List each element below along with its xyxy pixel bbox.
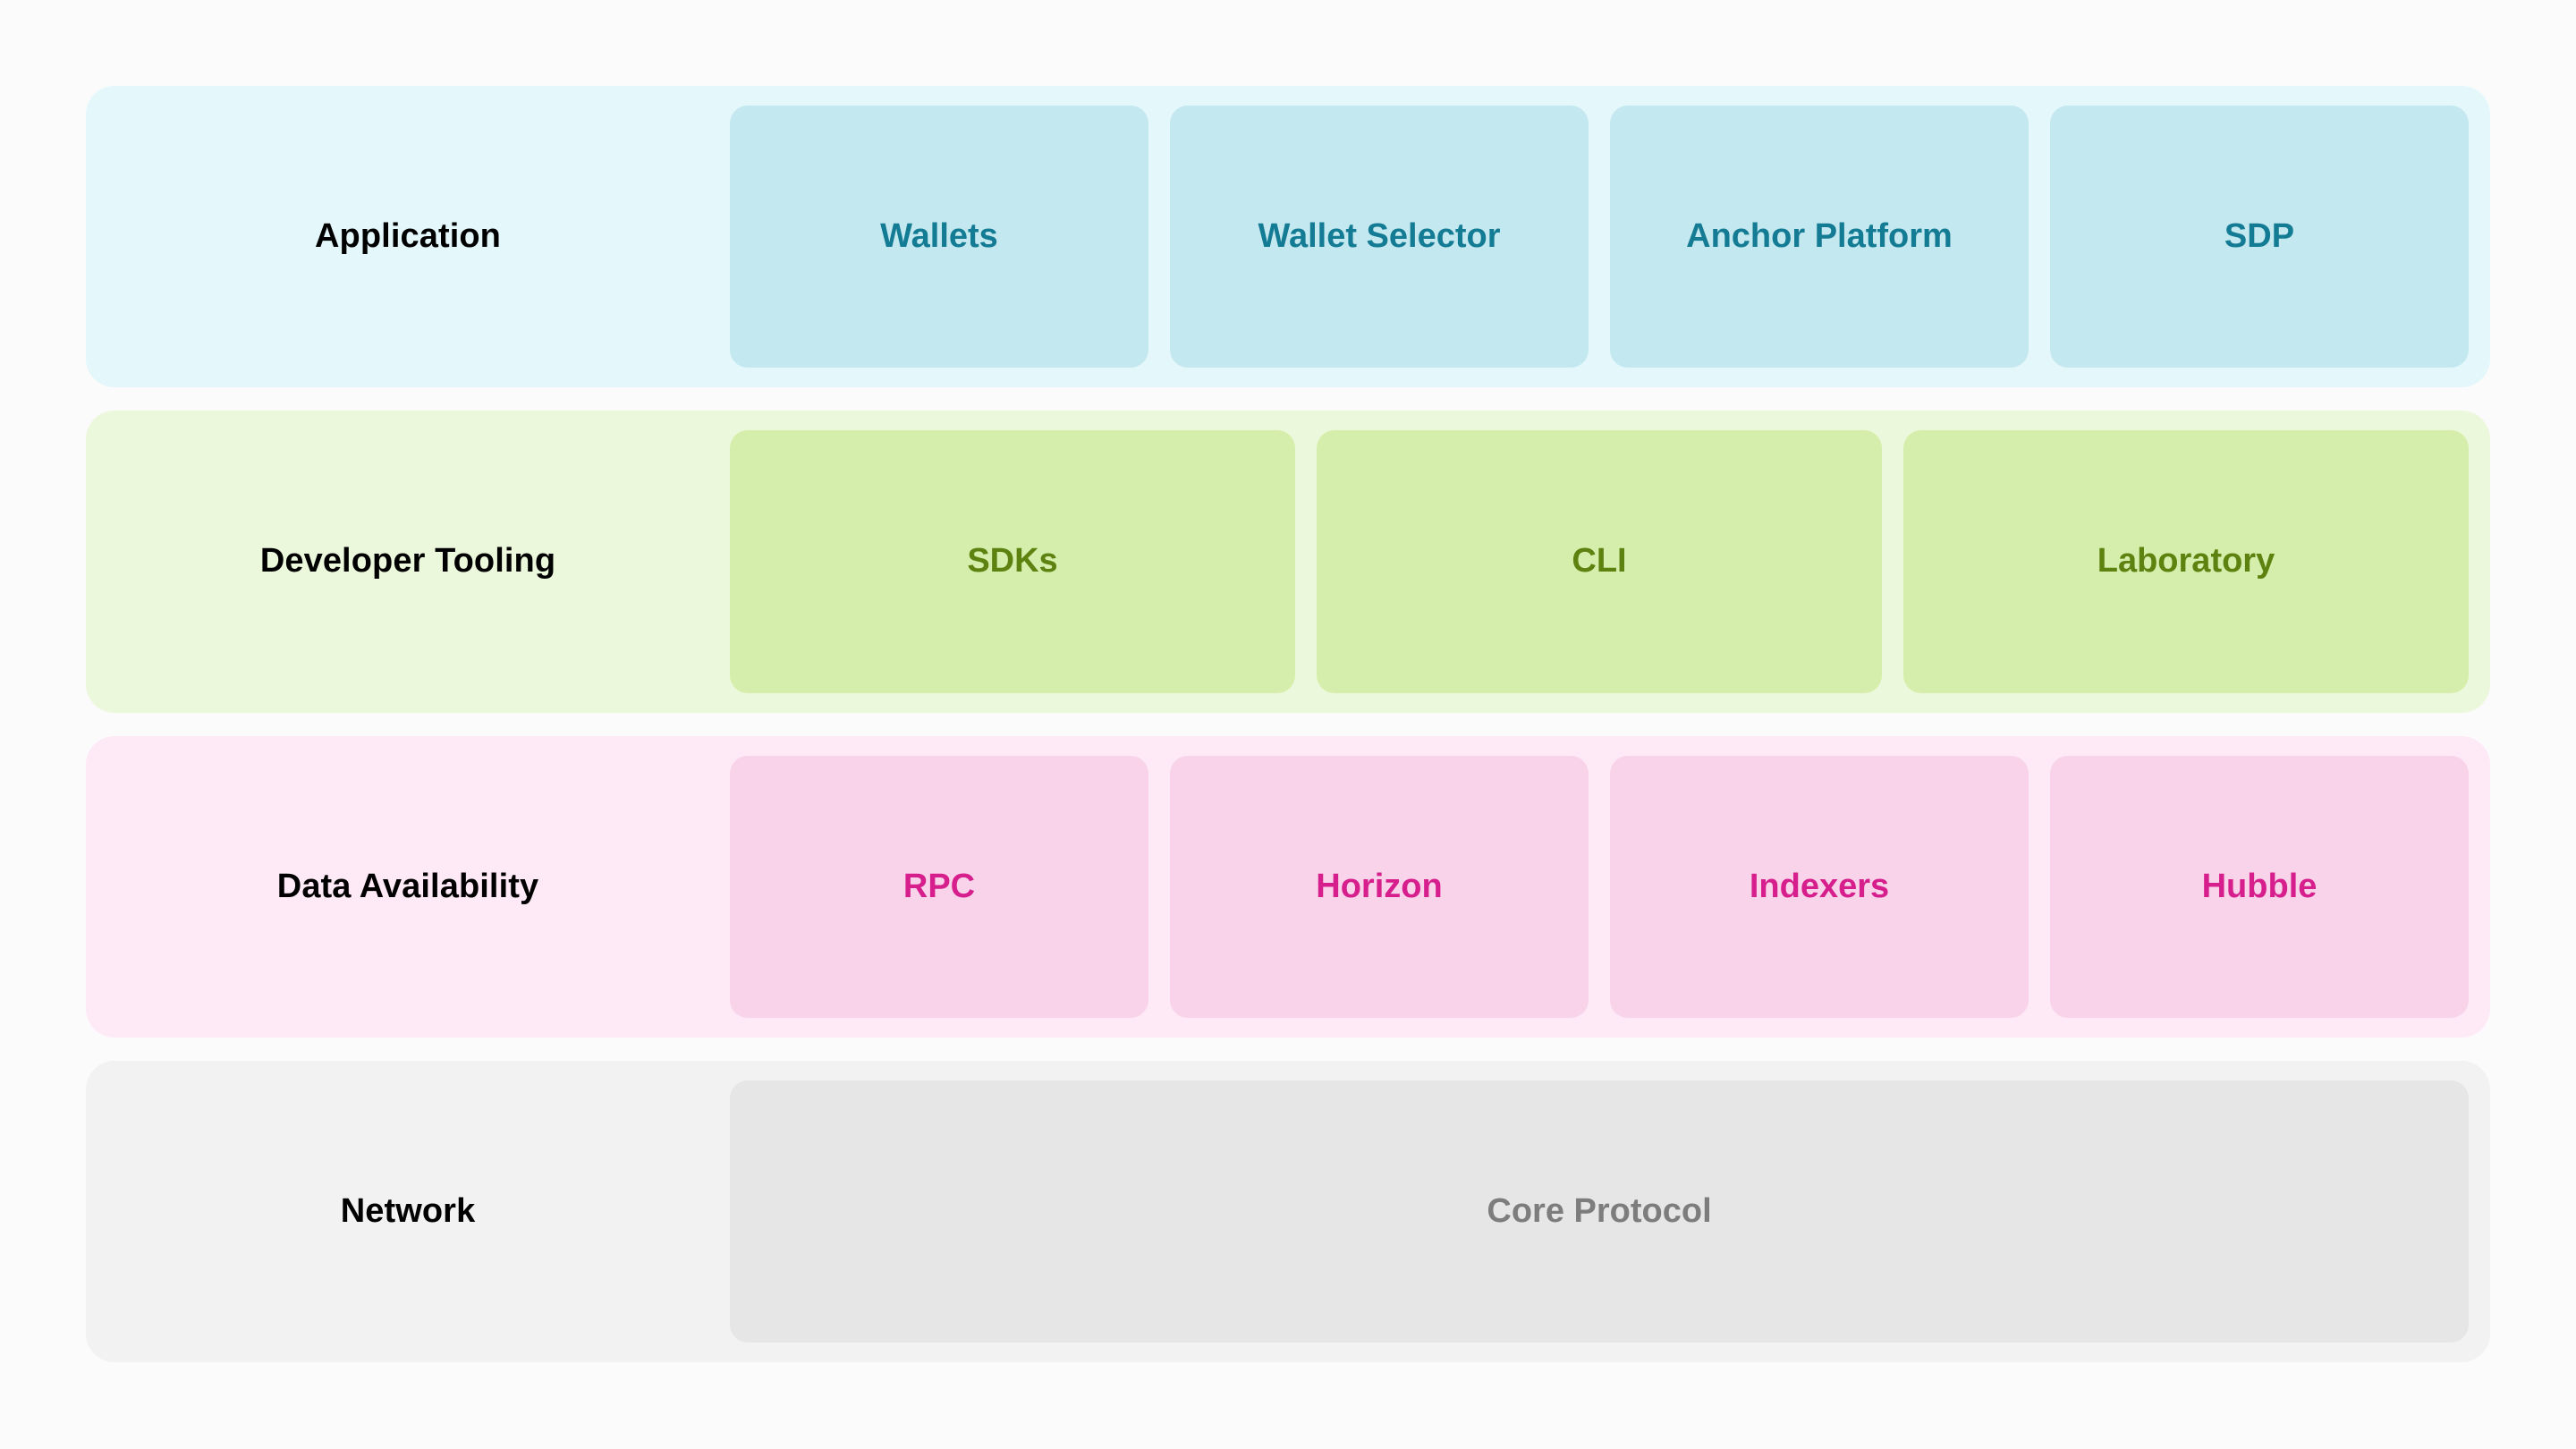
tile-wallet-selector[interactable]: Wallet Selector — [1170, 106, 1589, 369]
tile-sdks[interactable]: SDKs — [730, 430, 1295, 693]
tile-track-network: Core Protocol — [730, 1061, 2490, 1362]
tile-track-data-availability: RPC Horizon Indexers Hubble — [730, 736, 2490, 1038]
layer-label-data-availability: Data Availability — [276, 867, 539, 905]
tile-sdp[interactable]: SDP — [2050, 106, 2469, 369]
tile-anchor-platform[interactable]: Anchor Platform — [1610, 106, 2029, 369]
layer-label-developer-tooling: Developer Tooling — [259, 542, 556, 580]
tile-wallets[interactable]: Wallets — [730, 106, 1148, 369]
layer-row-data-availability: Data Availability RPC Horizon Indexers H… — [86, 735, 2490, 1038]
layer-row-developer-tooling: Developer Tooling SDKs CLI Laboratory — [86, 411, 2490, 713]
tile-indexers[interactable]: Indexers — [1610, 755, 2029, 1018]
layer-row-application: Application Wallets Wallet Selector Anch… — [86, 86, 2490, 388]
tile-track-developer-tooling: SDKs CLI Laboratory — [730, 411, 2490, 712]
layer-stack-diagram: Application Wallets Wallet Selector Anch… — [86, 86, 2490, 1362]
layer-label-network: Network — [340, 1191, 476, 1230]
tile-laboratory[interactable]: Laboratory — [1903, 430, 2469, 693]
tile-track-application: Wallets Wallet Selector Anchor Platform … — [730, 86, 2490, 387]
layer-row-network: Network Core Protocol — [86, 1060, 2490, 1362]
tile-hubble[interactable]: Hubble — [2050, 755, 2469, 1018]
tile-rpc[interactable]: RPC — [730, 755, 1148, 1018]
tile-horizon[interactable]: Horizon — [1170, 755, 1589, 1018]
layer-label-application: Application — [315, 217, 501, 256]
tile-cli[interactable]: CLI — [1317, 430, 1882, 693]
tile-core-protocol[interactable]: Core Protocol — [730, 1080, 2469, 1343]
